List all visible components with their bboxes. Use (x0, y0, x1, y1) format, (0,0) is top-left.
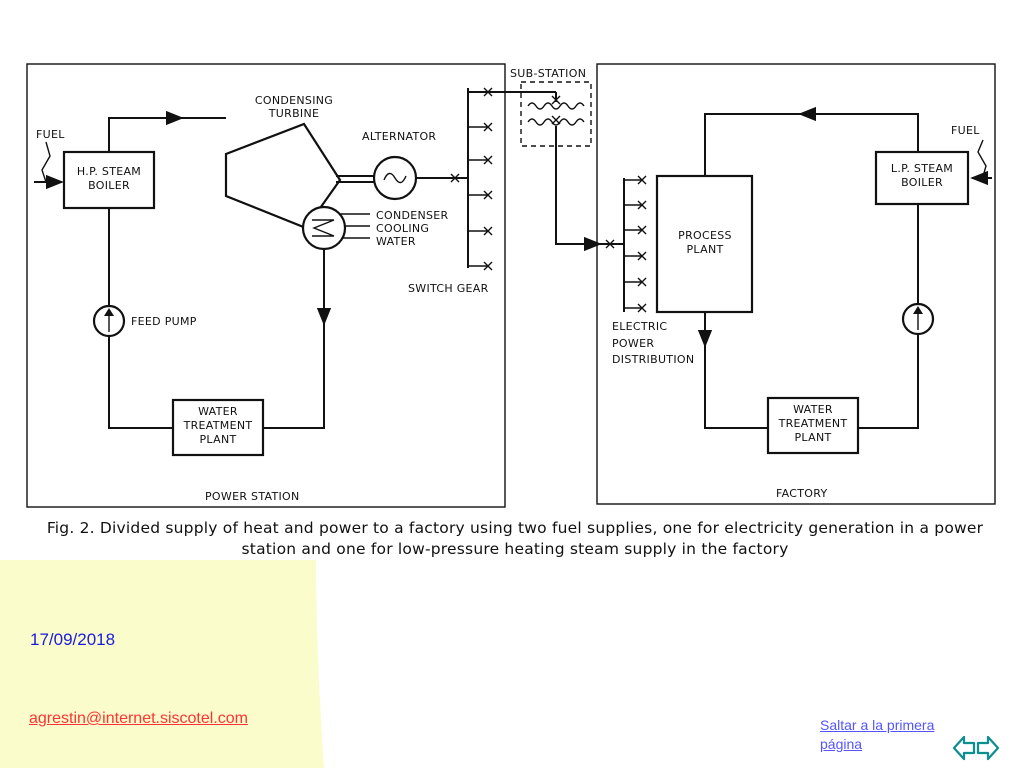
steam-line (108, 117, 226, 152)
svg-text:TURBINE: TURBINE (268, 107, 319, 120)
svg-text:L.P. STEAM: L.P. STEAM (891, 162, 953, 175)
svg-text:BOILER: BOILER (901, 176, 943, 189)
svg-text:WATER: WATER (376, 235, 416, 248)
arrow-right-icon[interactable] (976, 734, 1000, 762)
fuel-label-left: FUEL (36, 128, 65, 141)
feed-pump-label: FEED PUMP (131, 315, 197, 328)
hp-steam-boiler (62, 150, 156, 210)
svg-text:WATER: WATER (198, 405, 238, 418)
svg-text:PROCESS: PROCESS (678, 229, 732, 242)
svg-text:DISTRIBUTION: DISTRIBUTION (612, 353, 694, 366)
diagram: POWER STATION FUEL H.P. STEAM BOILER CON… (26, 63, 996, 508)
svg-text:TREATMENT: TREATMENT (183, 419, 253, 432)
jump-to-first-page-link[interactable]: Saltar a la primera página (820, 717, 935, 752)
svg-text:CONDENSING: CONDENSING (255, 94, 333, 107)
factory-label: FACTORY (776, 487, 827, 500)
svg-text:POWER: POWER (612, 337, 654, 350)
alternator-label: ALTERNATOR (362, 130, 436, 143)
switch-gear-label: SWITCH GEAR (408, 282, 489, 295)
substation-box (520, 81, 592, 147)
svg-text:ELECTRIC: ELECTRIC (612, 320, 667, 333)
svg-text:PLANT: PLANT (687, 243, 724, 256)
distribution-switches (624, 175, 647, 313)
svg-text:H.P. STEAM: H.P. STEAM (77, 165, 141, 178)
substation-label: SUB-STATION (510, 67, 586, 80)
svg-text:WATER: WATER (793, 403, 833, 416)
svg-text:PLANT: PLANT (795, 431, 832, 444)
svg-text:BOILER: BOILER (88, 179, 130, 192)
arrow-left-icon[interactable] (952, 734, 976, 762)
svg-text:CONDENSER: CONDENSER (376, 209, 449, 222)
svg-text:PLANT: PLANT (200, 433, 237, 446)
figure-caption: Fig. 2. Divided supply of heat and power… (30, 518, 1000, 560)
lp-steam-boiler (874, 150, 970, 206)
fuel-arrow-right (977, 139, 987, 181)
caption-line-1: Fig. 2. Divided supply of heat and power… (46, 519, 984, 537)
factory-frame (596, 63, 996, 505)
water-treatment-plant-factory (766, 396, 860, 455)
slide-date: 17/09/2018 (30, 630, 116, 649)
fuel-arrow-left (41, 141, 51, 183)
caption-line-2: station and one for low-pressure heating… (241, 540, 789, 558)
power-station-label: POWER STATION (205, 490, 300, 503)
svg-text:COOLING: COOLING (376, 222, 429, 235)
email-link[interactable]: agrestin@internet.siscotel.com (29, 710, 248, 727)
svg-text:TREATMENT: TREATMENT (778, 417, 848, 430)
fuel-label-right: FUEL (951, 124, 980, 137)
power-station-frame (26, 63, 506, 508)
condenser (301, 205, 347, 251)
